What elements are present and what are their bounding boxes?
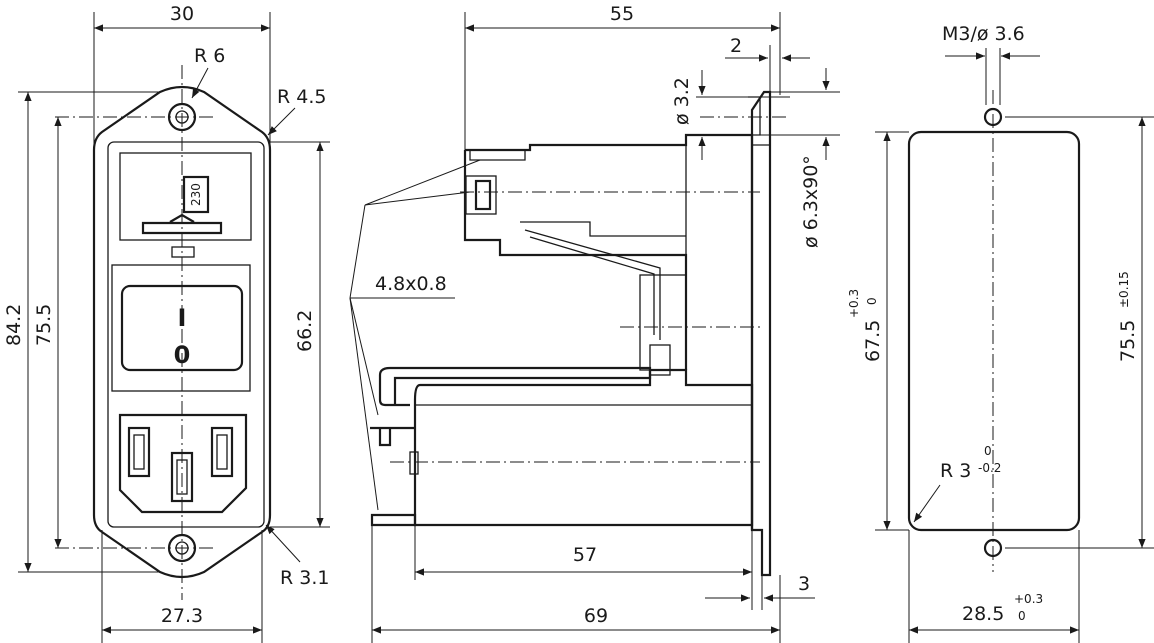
dim-cutout-height-label: 67.5 [862,320,884,362]
socket-pin-right [210,426,234,478]
terminal-size-label: 4.8x0.8 [375,273,447,295]
dim-cutout-spacing-label: 75.5 [1117,320,1139,362]
cutout-view: M3/ø 3.6 67.5 +0.3 0 75.5 ±0.15 R 3 0 -0… [847,23,1154,643]
radius-top-label: R 6 [194,45,225,67]
dim-cutout-width-tol-minus: 0 [1018,609,1026,623]
dim-hole-spacing-label: 75.5 [33,304,55,346]
dim-cutout-width-label: 28.5 [962,603,1004,625]
radius-bottom-label: R 3.1 [280,567,329,589]
terminal-upper [378,366,652,407]
screw-size-label: M3/ø 3.6 [942,23,1025,45]
dim-body-height-label: 66.2 [294,310,316,352]
cutout-radius-label: R 3 [940,460,971,482]
dim-cutout-width-tol-plus: +0.3 [1014,592,1043,606]
front-body-outline [107,141,265,528]
socket-pin-left [127,426,151,478]
terminal-lower [370,513,417,527]
side-upper-housing [465,133,754,530]
dim-cutout-height-tol-plus: +0.3 [847,289,861,318]
switch-frame [111,264,251,392]
dim-cutout-height-tol-minus: 0 [865,297,879,305]
dim-width-bottom-label: 27.3 [161,605,203,627]
fuse-drawer-tab [141,221,223,235]
side-view: 55 2 ø 3.2 ø 6.3x90° 4.8x0.8 57 69 3 [349,3,840,643]
radius-side-label: R 4.5 [277,86,326,108]
dim-cutout-spacing-tol: ±0.15 [1117,271,1131,308]
front-view: 230 I 0 30 27.3 84 [3,3,330,643]
dim-flange-bottom-label: 3 [798,573,810,595]
fuse-label-box [182,175,210,214]
dim-countersink-label: ø 6.3x90° [800,155,822,248]
fuse-label: 230 [189,183,203,206]
dim-flange-label: 2 [730,35,742,57]
cutout-radius-tol-plus: 0 [984,444,992,458]
dim-height-overall-label: 84.2 [3,304,25,346]
switch-spring [524,229,661,340]
side-flange [750,90,772,577]
fuse-drawer [119,152,252,241]
dim-hole-dia-label: ø 3.2 [671,77,693,125]
dim-overall-depth-label: 69 [584,605,608,627]
dim-body-depth-label: 57 [573,544,597,566]
dim-depth-top-label: 55 [610,3,634,25]
cutout-outline [907,130,1081,532]
dim-width-top-label: 30 [170,3,194,25]
cutout-radius-tol-minus: -0.2 [978,461,1001,475]
iec-socket [118,413,248,514]
side-lower-housing [413,368,754,527]
